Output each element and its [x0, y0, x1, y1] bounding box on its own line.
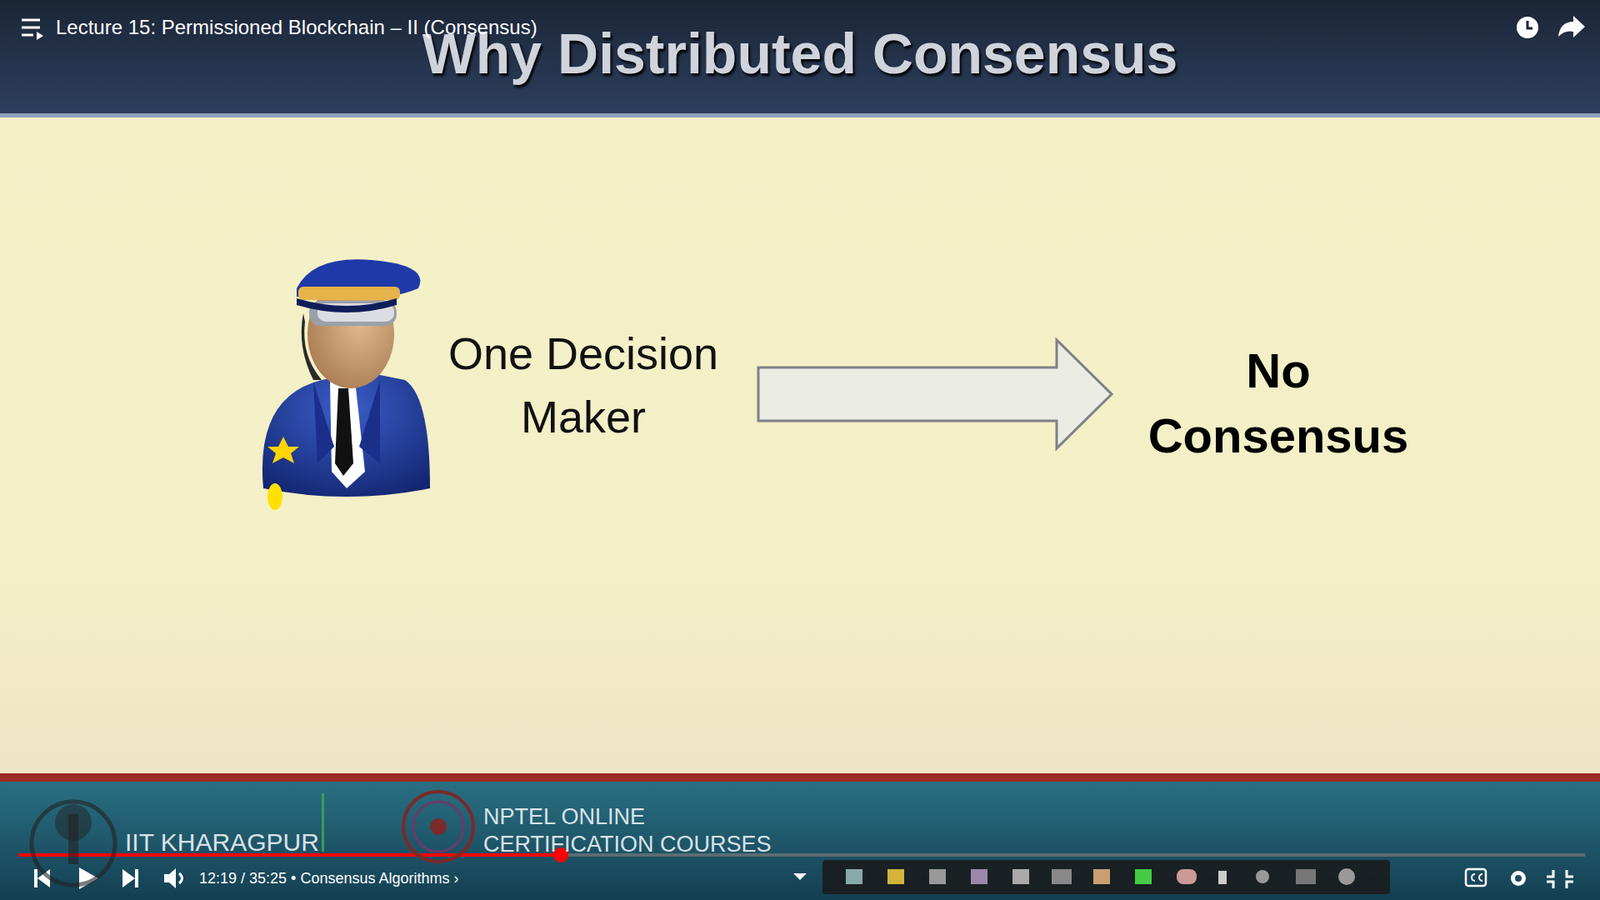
institute-name: IIT KHARAGPUR: [125, 827, 320, 858]
course-name: NPTEL ONLINE CERTIFICATION COURSES: [483, 803, 792, 859]
video-title: Lecture 15: Permissioned Blockchain – II…: [55, 15, 538, 40]
actor-label: One Decision Maker: [408, 313, 759, 457]
time-chapter: 12:19 / 35:25 • Consensus Algorithms ›: [199, 868, 459, 889]
node-text: No Consensus: [1145, 338, 1412, 469]
block-arrow: [758, 340, 1112, 449]
node-text: One Decision Maker: [441, 321, 725, 449]
outcome-label: No Consensus: [1111, 330, 1445, 477]
